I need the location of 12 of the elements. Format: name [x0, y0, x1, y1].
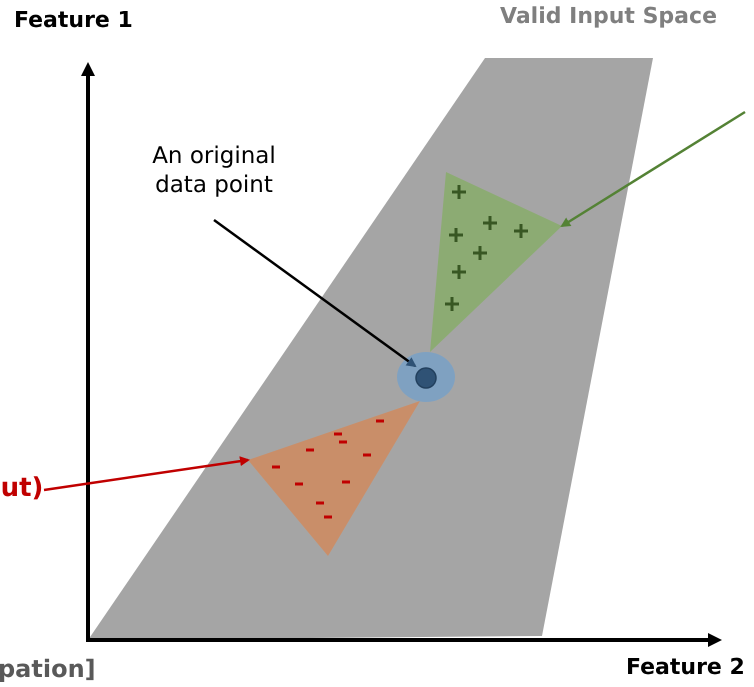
data-point-marker	[397, 352, 455, 402]
neighborhood-triangle	[248, 401, 420, 556]
axis-label: Feature 2	[626, 655, 745, 680]
neighborhood-triangle	[430, 172, 562, 352]
axis-label: Valid Input Space	[500, 4, 717, 29]
callout-text: An original data point	[134, 142, 294, 218]
callout-text: ut)	[0, 472, 44, 510]
arrow	[213, 218, 417, 368]
arrow	[44, 456, 250, 492]
axis-label: pation]	[0, 655, 96, 683]
arrow	[560, 110, 746, 228]
axis-label: Feature 1	[14, 8, 133, 33]
